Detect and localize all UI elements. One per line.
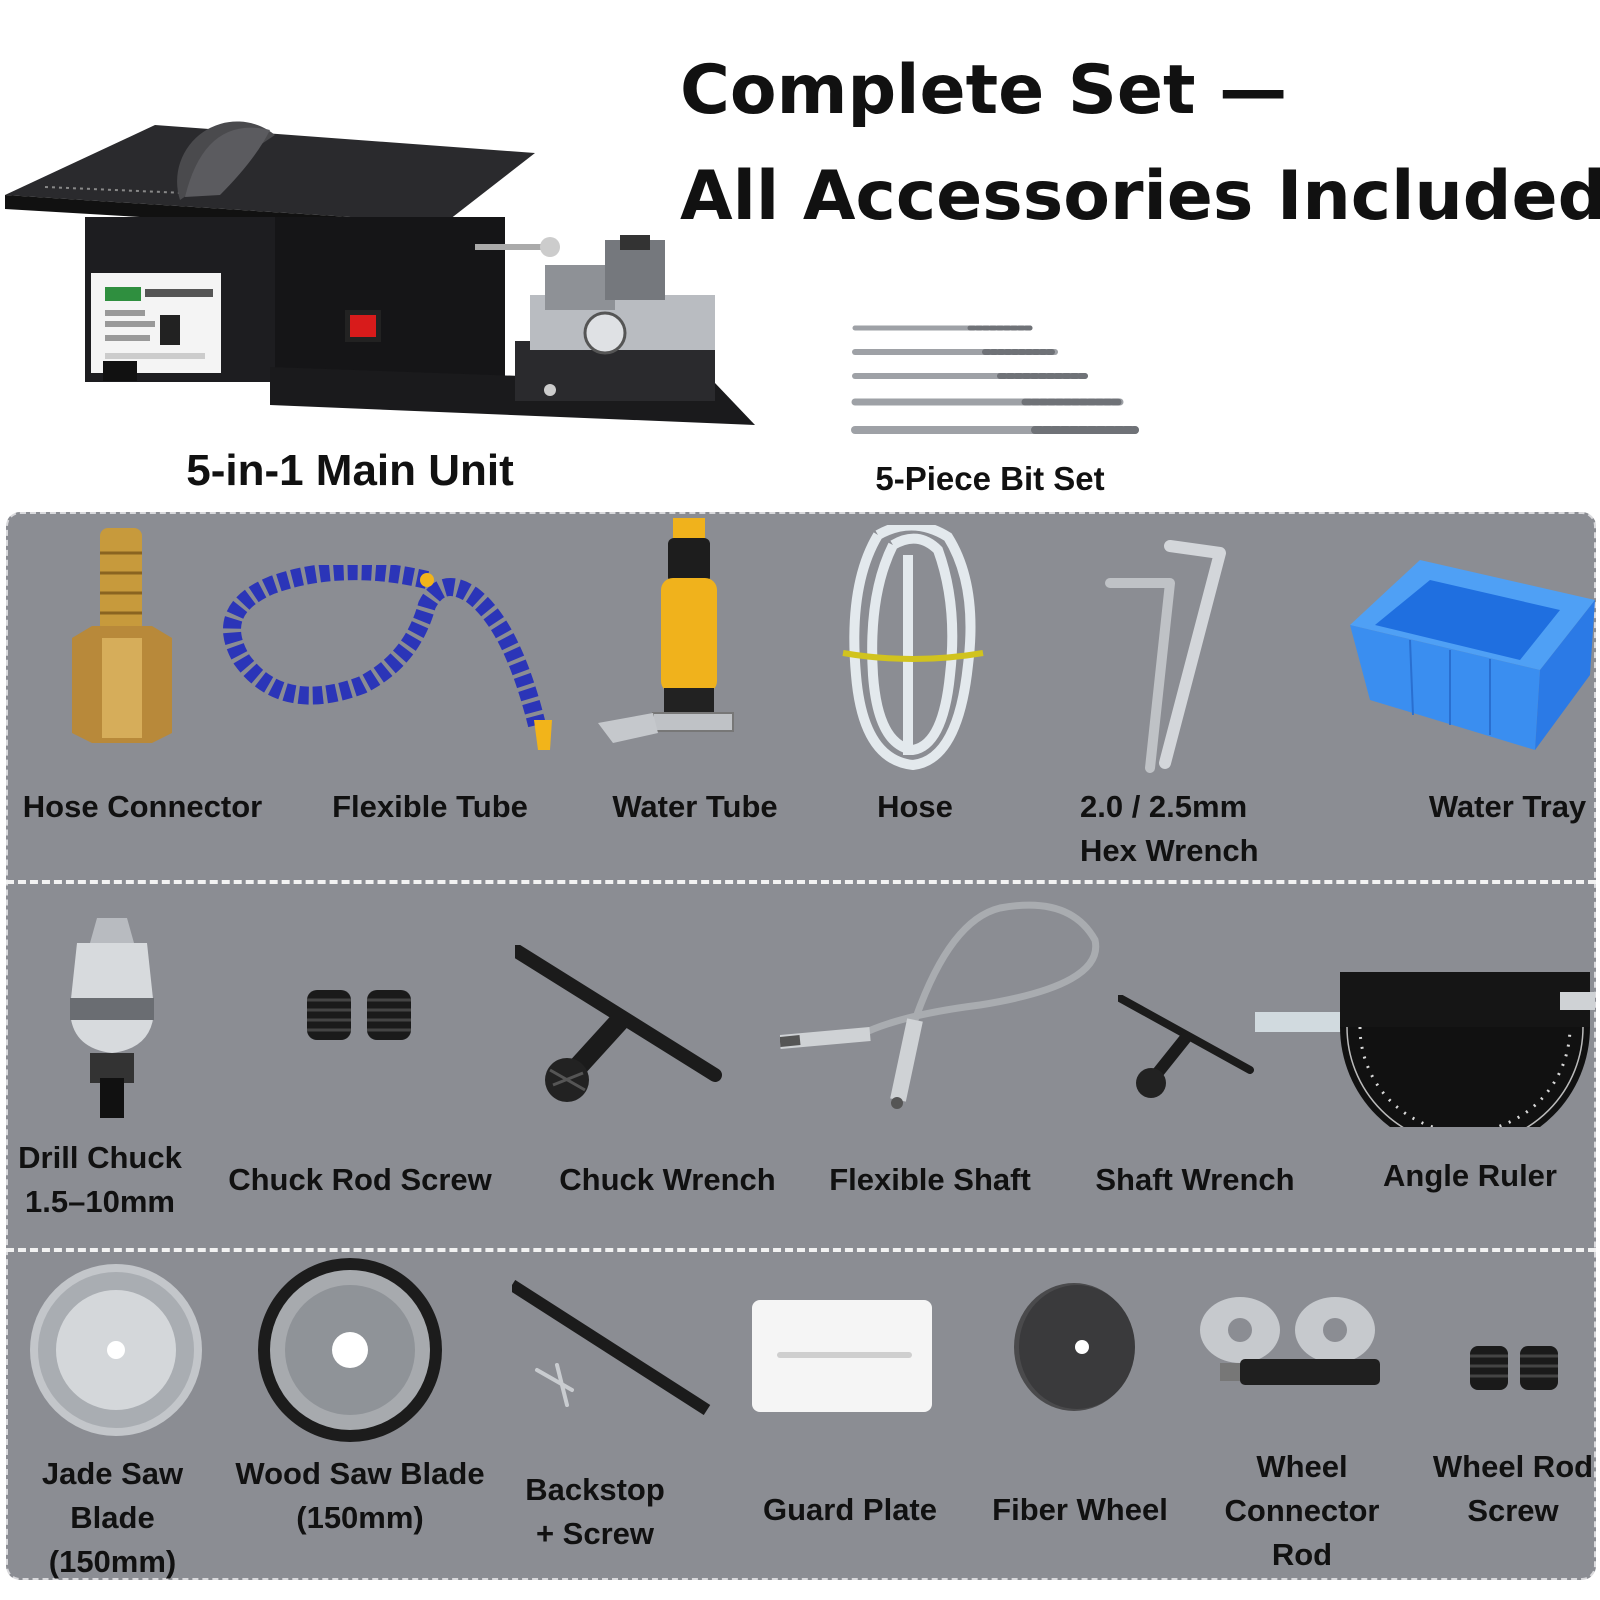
jade-saw-blade-label: Jade Saw Blade (150mm) (41, 1456, 184, 1579)
hex-wrench-icon (1100, 538, 1240, 773)
wheel-connector-rod-label: Wheel Connector Rod (1224, 1449, 1380, 1572)
main-unit-machine-icon (5, 105, 775, 460)
fiber-wheel-label: Fiber Wheel (992, 1492, 1168, 1527)
drill-chuck-label: Drill Chuck 1.5–10mm (18, 1140, 182, 1219)
water-tube-label: Water Tube (612, 789, 778, 824)
backstop-screw-label: Backstop + Screw (525, 1472, 665, 1551)
drill-chuck-icon (62, 918, 162, 1118)
chuck-wrench-label: Chuck Wrench (559, 1162, 776, 1197)
guard-plate-label: Guard Plate (763, 1492, 937, 1527)
wood-saw-blade-label: Wood Saw Blade (150mm) (235, 1456, 485, 1535)
jade-saw-blade-icon (28, 1262, 204, 1438)
chuck-rod-screw-label: Chuck Rod Screw (228, 1162, 492, 1197)
blue-water-tray-icon (1350, 560, 1595, 750)
fiber-wheel-icon (1012, 1282, 1137, 1412)
wheel-rod-screw-label: Wheel Rod Screw (1432, 1449, 1594, 1528)
title-line-2: All Accessories Included (680, 157, 1600, 236)
shaft-wrench-icon (1118, 995, 1258, 1105)
wood-saw-blade-icon (258, 1258, 442, 1442)
set-screw-icon (305, 985, 415, 1045)
row-divider (6, 1248, 1596, 1252)
blue-flexible-tube-icon (222, 565, 567, 755)
page-title: Complete Set — All Accessories Included (680, 38, 1600, 250)
drill-bit-set-icon (850, 318, 1150, 443)
title-line-1: Complete Set — (680, 51, 1288, 130)
flexible-shaft-icon (780, 900, 1100, 1110)
main-unit-label: 5-in-1 Main Unit (186, 446, 514, 495)
row-divider (6, 880, 1596, 884)
angle-ruler-icon (1255, 972, 1595, 1127)
bit-set-label: 5-Piece Bit Set (875, 460, 1105, 497)
hose-label: Hose (877, 789, 953, 824)
wheel-rod-screw-icon (1470, 1342, 1560, 1392)
backstop-bar-icon (512, 1280, 712, 1415)
brass-hose-connector-icon (62, 528, 182, 743)
water-tube-valve-icon (598, 518, 758, 758)
guard-plate-icon (752, 1300, 932, 1415)
angle-ruler-label: Angle Ruler (1383, 1158, 1557, 1193)
flexible-shaft-label: Flexible Shaft (829, 1162, 1031, 1197)
hex-wrench-label: 2.0 / 2.5mm Hex Wrench (1080, 789, 1259, 868)
water-tray-label: Water Tray (1428, 789, 1587, 824)
coiled-hose-icon (838, 525, 988, 770)
chuck-wrench-icon (515, 945, 730, 1110)
hose-connector-label: Hose Connector (22, 789, 263, 824)
wheel-connector-rod-icon (1195, 1295, 1385, 1395)
shaft-wrench-label: Shaft Wrench (1095, 1162, 1295, 1197)
flexible-tube-label: Flexible Tube (332, 789, 528, 824)
